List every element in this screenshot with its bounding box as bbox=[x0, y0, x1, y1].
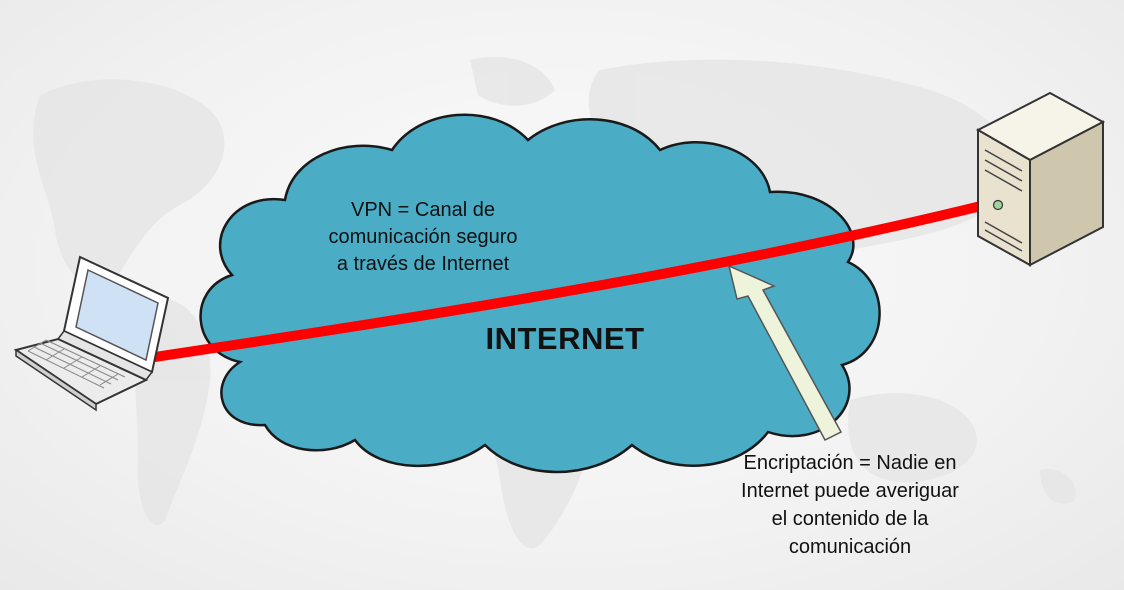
vpn-definition-text: VPN = Canal de comunicación seguro a tra… bbox=[328, 199, 518, 275]
laptop-icon bbox=[13, 255, 170, 412]
internet-label: INTERNET bbox=[485, 321, 645, 356]
encryption-arrow bbox=[727, 264, 843, 441]
vpn-tunnel-line bbox=[143, 200, 990, 363]
server-icon bbox=[975, 91, 1106, 267]
encryption-definition-text: Encriptación = Nadie en Internet puede a… bbox=[741, 452, 959, 558]
